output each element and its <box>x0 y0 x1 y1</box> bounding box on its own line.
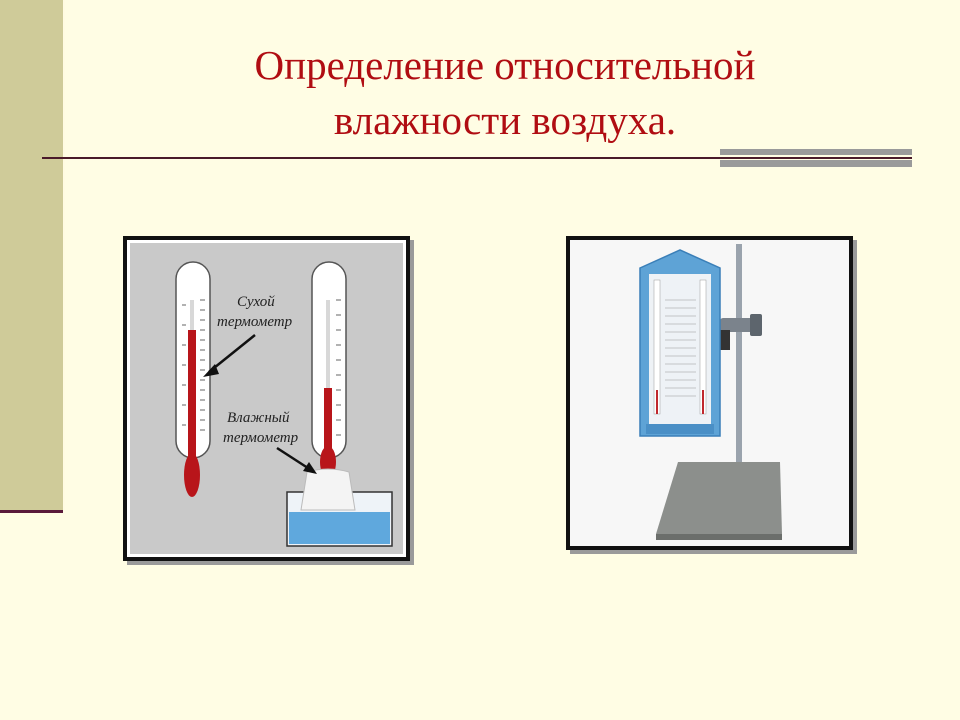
wet-label-line1: Влажный <box>227 410 290 426</box>
left-accent-edge <box>63 0 65 510</box>
slide-title: Определение относительной влажности возд… <box>140 38 870 148</box>
dry-label-line2: термометр <box>217 314 293 330</box>
psychrometer-diagram: Сухой термометр Влажный термометр <box>127 240 406 557</box>
stand-base <box>656 462 782 540</box>
dry-label-line1: Сухой <box>237 294 275 310</box>
stand-pole <box>736 244 742 474</box>
title-line-1: Определение относительной <box>254 42 756 88</box>
wet-arrow <box>276 446 317 474</box>
left-accent-underline <box>0 510 63 513</box>
wet-thermometer <box>311 261 347 478</box>
title-rule-bar-top <box>720 149 912 155</box>
wet-label-line2: термометр <box>223 430 299 446</box>
left-accent-bar <box>0 0 63 510</box>
psychrometer-body <box>639 249 721 437</box>
psychrometer-device-illustration <box>570 240 849 546</box>
dry-thermometer <box>175 261 211 497</box>
psychrometer-diagram-frame: Сухой термометр Влажный термометр <box>123 236 410 561</box>
psychrometer-device-frame <box>566 236 853 550</box>
dry-arrow <box>203 334 256 377</box>
water-container <box>286 468 393 547</box>
title-rule-line <box>42 157 912 159</box>
title-rule-bar-bottom <box>720 160 912 167</box>
title-line-2: влажности воздуха. <box>333 97 677 143</box>
